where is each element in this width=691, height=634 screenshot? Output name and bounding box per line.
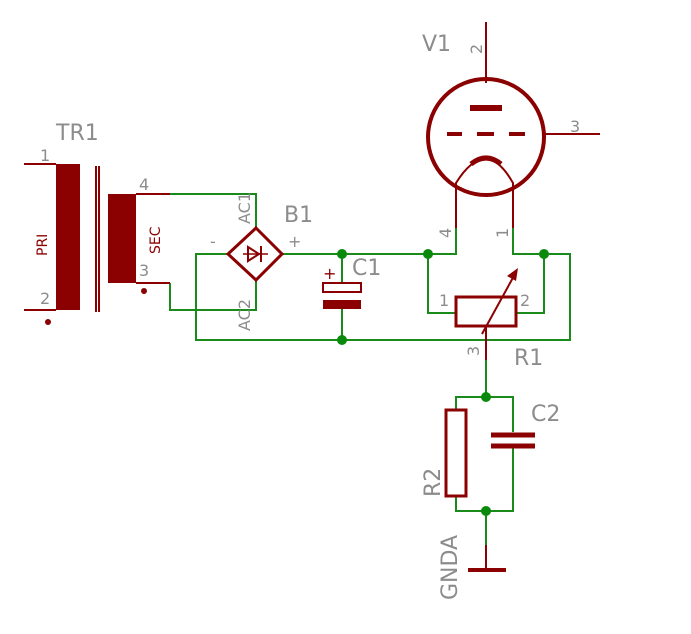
bridge-body	[225, 225, 285, 283]
b1-pin-ac1: AC1	[235, 192, 254, 224]
capacitor-c1: + C1	[322, 256, 381, 309]
c1-positive-plate	[322, 282, 362, 293]
tr1-pin-1: 1	[40, 146, 50, 165]
junction-dot	[539, 249, 549, 259]
r1-arrow-head	[507, 268, 518, 281]
junction-dot	[481, 392, 491, 402]
potentiometer-r1: R1 1 2 3	[439, 268, 543, 371]
tr1-pin-2: 2	[40, 289, 50, 308]
b1-pin-plus: +	[288, 232, 301, 251]
primary-polarity-dot	[45, 319, 51, 325]
c1-polarity: +	[323, 264, 336, 283]
junction-dot	[481, 506, 491, 516]
primary-winding	[56, 164, 80, 310]
b1-pin-minus: -	[210, 232, 216, 251]
tr1-label: TR1	[55, 121, 99, 146]
r1-pin-2: 2	[520, 291, 530, 310]
wire-sec4-ac1	[170, 193, 257, 228]
r1-label: R1	[514, 346, 543, 371]
secondary-winding	[108, 194, 136, 283]
v1-label: V1	[422, 32, 451, 57]
junction-dot	[337, 249, 347, 259]
tr1-pin-4: 4	[139, 175, 149, 194]
r1-adjust-arrow	[481, 273, 516, 335]
wire-r2-bottom	[455, 496, 486, 512]
vacuum-tube-v1: V1 2 3 4 1	[422, 22, 600, 238]
b1-pin-ac2: AC2	[235, 299, 254, 331]
wire-c2-bottom	[486, 448, 514, 512]
bridge-rectifier-b1: B1 AC1 AC2 - +	[210, 192, 313, 331]
tube-heater	[455, 158, 514, 228]
transformer-tr1: TR1 1 2 4 3 PRI SEC	[24, 121, 170, 325]
c1-label: C1	[352, 256, 381, 281]
v1-pin-4: 4	[436, 228, 455, 238]
pri-label: PRI	[35, 234, 51, 256]
ground-gnda: GNDA	[438, 535, 506, 600]
secondary-polarity-dot	[141, 288, 147, 294]
c2-label: C2	[531, 402, 560, 427]
resistor-r2: R2	[421, 408, 468, 498]
wire-node-c2-top	[486, 396, 514, 432]
tube-envelope	[426, 77, 546, 197]
wire-r1-pin1	[427, 254, 456, 314]
ground-label: GNDA	[438, 535, 463, 600]
r2-label: R2	[421, 468, 446, 497]
r1-body	[454, 295, 518, 328]
tr1-pin-3: 3	[139, 261, 149, 280]
r2-body	[444, 408, 468, 498]
v1-pin-1: 1	[493, 228, 512, 238]
junction-dot	[337, 335, 347, 345]
wire-sec3-ac2	[169, 280, 257, 311]
sec-label: SEC	[148, 226, 164, 254]
wire-node-r2-top	[455, 396, 486, 410]
junction-dot	[423, 249, 433, 259]
r1-pin-1: 1	[439, 291, 449, 310]
v1-pin-2: 2	[467, 44, 486, 54]
r1-pin-3: 3	[464, 346, 483, 356]
wires	[169, 193, 571, 545]
junctions	[337, 249, 549, 516]
wire-minus-loop	[195, 253, 571, 341]
b1-label: B1	[284, 203, 313, 228]
v1-pin-3: 3	[570, 117, 580, 136]
capacitor-c2: C2	[491, 402, 560, 449]
c1-negative-plate	[323, 300, 361, 309]
